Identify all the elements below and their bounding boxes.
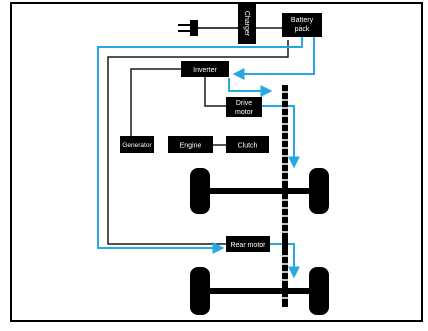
drive-motor-label-line1: Drive <box>236 100 252 107</box>
front-axle <box>190 168 329 214</box>
power-plug-icon <box>178 20 238 36</box>
rear-left-wheel <box>190 267 210 315</box>
inverter-box: Inverter <box>181 61 229 77</box>
engine-label: Engine <box>180 143 202 150</box>
rear-motor-label: Rear motor <box>230 242 266 249</box>
driveshaft-segments <box>282 91 288 299</box>
charger-label: Charger <box>243 11 250 37</box>
engine-box: Engine <box>168 136 213 153</box>
battery-pack-box: Battery pack <box>282 13 322 37</box>
electric-flow <box>97 32 315 279</box>
battery-label-line2: pack <box>295 26 310 33</box>
generator-label: Generator <box>122 142 152 149</box>
clutch-label: Clutch <box>238 143 258 150</box>
rear-right-wheel <box>309 267 329 315</box>
driveshaft <box>282 85 288 307</box>
generator-box: Generator <box>120 136 154 153</box>
inverter-label: Inverter <box>193 67 217 74</box>
rear-axle <box>190 267 329 315</box>
rear-motor-box: Rear motor <box>226 236 270 252</box>
drive-motor-label-line2: motor <box>235 109 254 116</box>
wiring <box>107 27 289 245</box>
diagram-frame <box>10 2 423 322</box>
clutch-box: Clutch <box>226 136 269 153</box>
front-left-wheel <box>190 168 210 214</box>
front-right-wheel <box>309 168 329 214</box>
battery-label-line1: Battery <box>291 17 314 24</box>
charger-box: Charger <box>238 3 256 44</box>
drive-motor-box: Drive motor <box>226 97 262 117</box>
